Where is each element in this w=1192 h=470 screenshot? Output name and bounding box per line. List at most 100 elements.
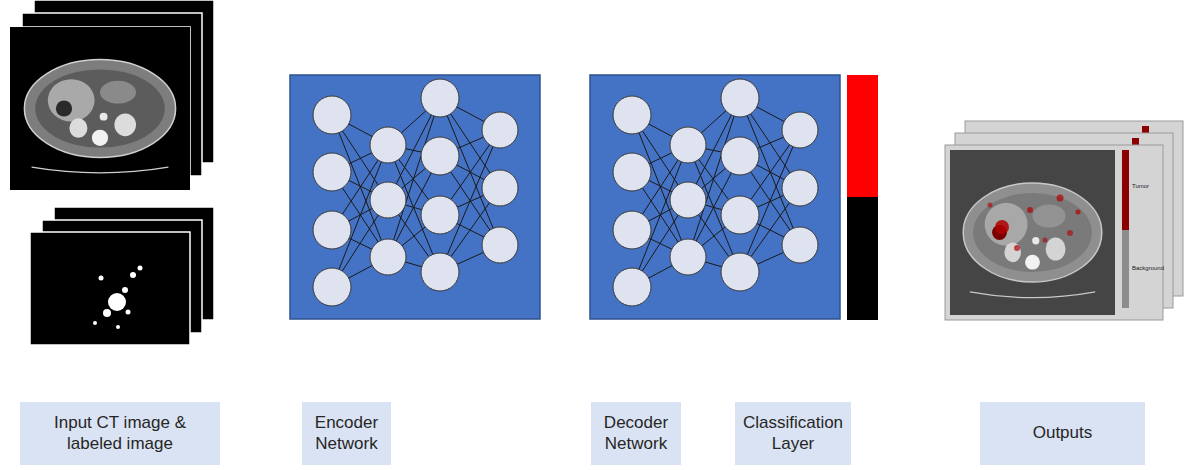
neuron <box>482 227 518 263</box>
tumor-overlay <box>988 203 993 208</box>
neuron <box>613 96 651 134</box>
neuron <box>482 112 518 148</box>
neuron <box>721 253 759 291</box>
ct-table <box>32 167 169 173</box>
neuron <box>313 268 351 306</box>
box-label: Classification Layer <box>741 413 845 454</box>
ct-spine <box>92 130 108 146</box>
tumor-mask-blob <box>93 321 97 325</box>
label-box: Classification Layer <box>735 402 851 465</box>
label-box: Encoder Network <box>302 402 391 465</box>
class-tumor-segment <box>847 75 878 197</box>
tumor-mask-blob <box>99 276 104 281</box>
ct-kidney <box>114 113 136 136</box>
ct-liver <box>48 79 95 121</box>
neuron <box>782 112 818 148</box>
neuron <box>613 211 651 249</box>
neuron <box>313 153 351 191</box>
tumor-mask-blob <box>138 266 143 271</box>
ct-image-stack <box>10 0 214 190</box>
label-box: Outputs <box>980 402 1145 465</box>
neuron <box>370 127 406 163</box>
neuron <box>670 239 706 275</box>
ct-aorta <box>100 113 108 121</box>
tumor-overlay <box>1076 210 1081 215</box>
tumor-overlay <box>1014 245 1020 251</box>
ct-slice <box>950 150 1115 315</box>
tumor-mask-blob <box>116 325 120 329</box>
ct-aorta <box>1032 237 1039 244</box>
ct-slice <box>10 27 190 190</box>
legend-text: Tumor <box>1132 183 1149 189</box>
ct-inner <box>973 193 1092 272</box>
ct-body <box>24 60 175 158</box>
neuron <box>721 196 759 234</box>
network-connection <box>388 98 440 257</box>
neuron <box>670 127 706 163</box>
ct-table <box>970 292 1095 298</box>
tumor-overlay <box>1027 207 1033 213</box>
legend-text: Background <box>1132 265 1164 271</box>
ct-background <box>10 27 190 190</box>
ct-background <box>950 150 1115 315</box>
tumor-overlay <box>1057 195 1064 202</box>
output-legend-background <box>1122 230 1129 308</box>
output-stack <box>945 121 1183 320</box>
tumor-overlay <box>1043 238 1048 243</box>
class-background-segment <box>847 197 878 320</box>
label-box: Input CT image & labeled image <box>20 402 220 465</box>
tumor-overlay <box>995 220 1009 234</box>
neuron <box>421 196 459 234</box>
neuron <box>421 137 459 175</box>
ct-lesion <box>56 100 72 116</box>
ct-kidney <box>1004 242 1021 262</box>
box-label: Input CT image & labeled image <box>26 413 214 454</box>
neuron <box>370 182 406 218</box>
ct-liver <box>985 203 1028 246</box>
neuron <box>782 227 818 263</box>
ct-inner <box>35 69 165 147</box>
box-label: Outputs <box>986 423 1139 443</box>
ct-image-card <box>10 27 190 190</box>
label-box: Decoder Network <box>591 402 681 465</box>
label-image-stack <box>30 207 214 345</box>
ct-spine <box>1025 255 1040 270</box>
network-panel <box>590 75 840 319</box>
tumor-mask-blob <box>130 272 136 278</box>
neuron <box>613 153 651 191</box>
neuron <box>613 268 651 306</box>
encoder-network <box>290 75 540 319</box>
neuron <box>670 182 706 218</box>
ct-body <box>963 183 1102 282</box>
ct-kidney <box>1046 237 1066 260</box>
network-panel <box>290 75 540 319</box>
neuron <box>482 170 518 206</box>
tumor-overlay <box>1067 230 1073 236</box>
neuron <box>721 79 759 117</box>
neuron <box>721 137 759 175</box>
label-image-card <box>30 232 190 345</box>
box-label: Decoder Network <box>597 413 675 454</box>
neuron <box>313 211 351 249</box>
neuron <box>421 253 459 291</box>
classification-bar <box>847 75 878 320</box>
tumor-mask-blob <box>126 310 131 315</box>
box-label: Encoder Network <box>308 413 385 454</box>
tumor-mask-blob <box>108 293 126 311</box>
network-connection <box>688 98 740 257</box>
tumor-mask-blob <box>122 287 128 293</box>
neuron <box>370 239 406 275</box>
output-legend-tumor <box>1122 150 1129 230</box>
ct-stomach <box>1033 204 1066 227</box>
output-card <box>945 145 1163 320</box>
tumor-mask-blob <box>103 309 111 317</box>
ct-stomach <box>100 81 136 104</box>
neuron <box>313 96 351 134</box>
neuron <box>782 170 818 206</box>
decoder-network <box>590 75 840 319</box>
neuron <box>421 79 459 117</box>
ct-kidney <box>69 118 87 138</box>
